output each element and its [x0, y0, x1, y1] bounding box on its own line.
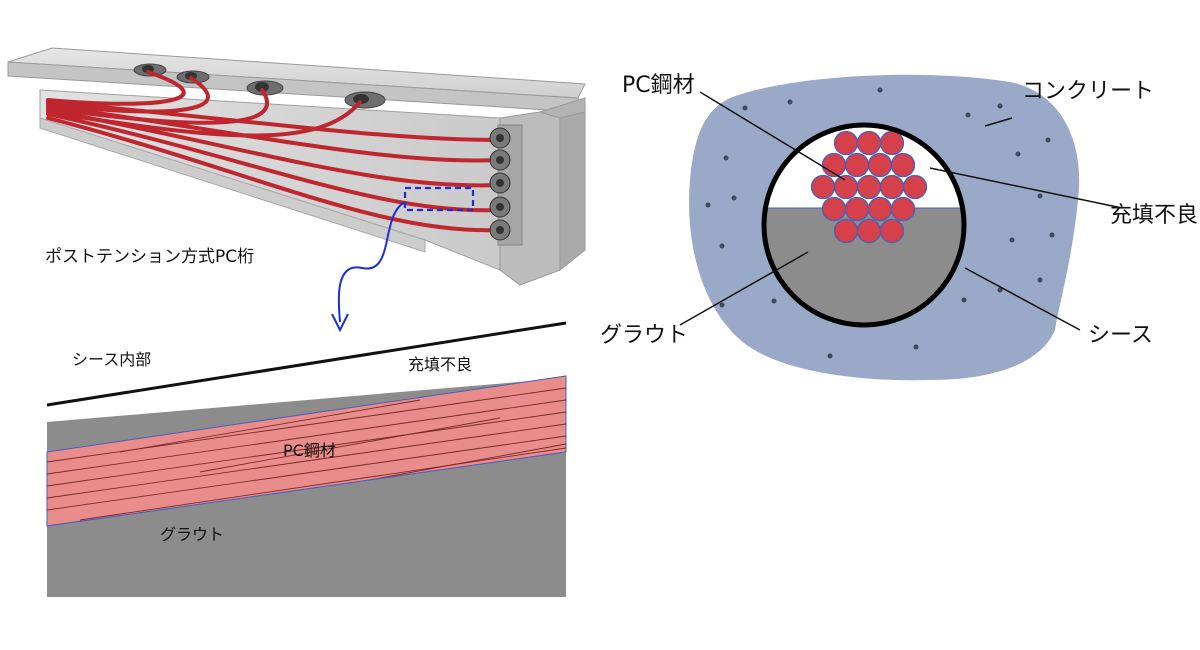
- anchor-icon: [133, 63, 167, 77]
- sheath-inside-label: シース内部: [72, 350, 151, 369]
- tendons: [46, 70, 502, 233]
- sheath-label: シース: [1088, 323, 1153, 348]
- anchor-icon: [489, 219, 511, 241]
- strand-wires: [46, 387, 567, 521]
- poor-fill-detail-label: 充填不良: [408, 355, 472, 374]
- detail-callout-box: [403, 186, 475, 212]
- sheath-line: [46, 321, 567, 407]
- sheath-ring: [761, 122, 967, 328]
- anchor-icon: [489, 127, 511, 149]
- cross-section: [679, 74, 1123, 381]
- anchor-icon: [489, 172, 511, 194]
- end-anchors: [489, 127, 511, 241]
- pc-steel-detail-label: PC鋼材: [283, 441, 336, 460]
- curved-arrow-icon: [331, 201, 406, 333]
- concrete-aggregate: [705, 87, 1055, 359]
- sheath-detail: [46, 321, 567, 597]
- anchor-icon: [344, 91, 386, 109]
- anchor-icon: [489, 196, 511, 218]
- top-anchors: [133, 63, 386, 109]
- leader-lines: [679, 91, 1123, 331]
- strand-bundle: [810, 130, 928, 244]
- grout-detail-label: グラウト: [160, 525, 224, 544]
- grout-lower: [47, 452, 566, 597]
- anchor-icon: [246, 80, 284, 96]
- girder-illustration: [7, 47, 586, 333]
- grout-section-label: グラウト: [600, 323, 688, 348]
- pc-steel-section-label: PC鋼材: [622, 73, 695, 98]
- girder-label: ポストテンション方式PC桁: [45, 247, 254, 267]
- anchor-icon: [489, 149, 511, 171]
- poor-fill-section-label: 充填不良: [1110, 203, 1198, 228]
- concrete-label: コンクリート: [1022, 79, 1154, 104]
